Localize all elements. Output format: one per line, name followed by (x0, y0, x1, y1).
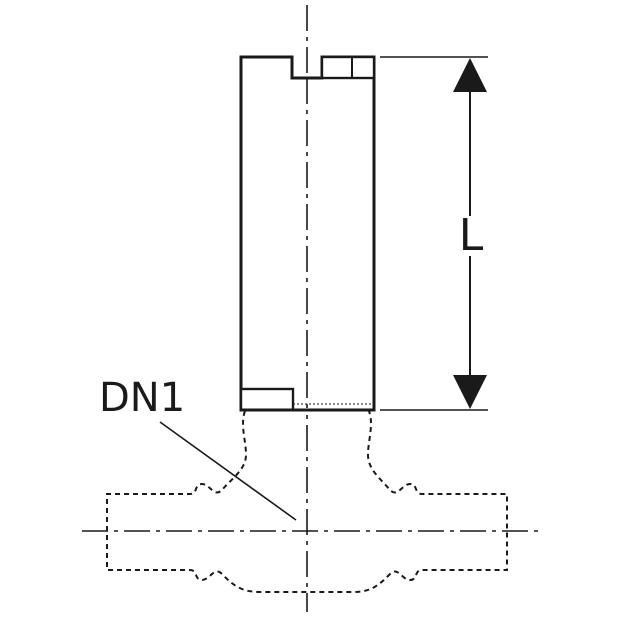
length-label: L (459, 210, 484, 261)
sleeve-body (239, 55, 376, 412)
dn1-leader-line (159, 421, 297, 521)
dn1-label: DN1 (99, 375, 185, 421)
bottom-block (239, 387, 295, 412)
top-notch-block (320, 55, 376, 80)
arrow-up-icon (453, 58, 487, 92)
arrow-down-icon (453, 375, 487, 409)
